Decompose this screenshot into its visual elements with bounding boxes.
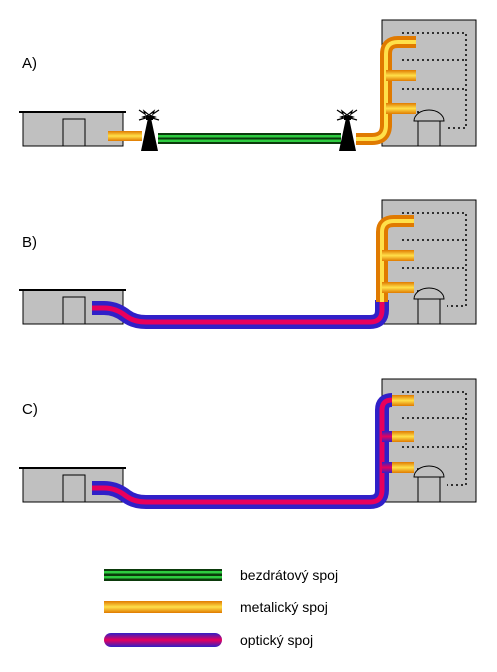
panel-b-label: B) (22, 234, 37, 251)
legend-label-optical: optický spoj (240, 632, 313, 648)
legend-item-metallic: metalický spoj (104, 599, 328, 615)
legend-item-optical: optický spoj (104, 632, 313, 648)
panel-a: A) (19, 19, 477, 151)
metallic-stubs-c (392, 395, 414, 473)
small-building-a (19, 111, 126, 147)
metallic-link-a-left (108, 131, 142, 141)
legend: bezdrátový spoj metalický spoj optický s… (104, 567, 338, 648)
legend-swatch-optical (104, 633, 222, 647)
wireless-link-a (158, 133, 341, 144)
legend-label-metallic: metalický spoj (240, 599, 328, 615)
panel-a-label: A) (22, 55, 37, 72)
metallic-riser-b (376, 215, 414, 302)
optical-link-b (92, 300, 389, 329)
small-building-c (19, 467, 126, 503)
antenna-left-a (138, 109, 160, 151)
antenna-right-a (336, 109, 358, 151)
legend-label-wireless: bezdrátový spoj (240, 567, 338, 583)
metallic-riser-a (356, 36, 416, 145)
legend-swatch-wireless (104, 569, 222, 581)
legend-swatch-metallic (104, 601, 222, 613)
panel-c-label: C) (22, 401, 38, 418)
legend-item-wireless: bezdrátový spoj (104, 567, 338, 583)
panel-c: C) (19, 378, 477, 509)
panel-b: B) (19, 199, 477, 329)
optical-link-c (92, 393, 393, 509)
